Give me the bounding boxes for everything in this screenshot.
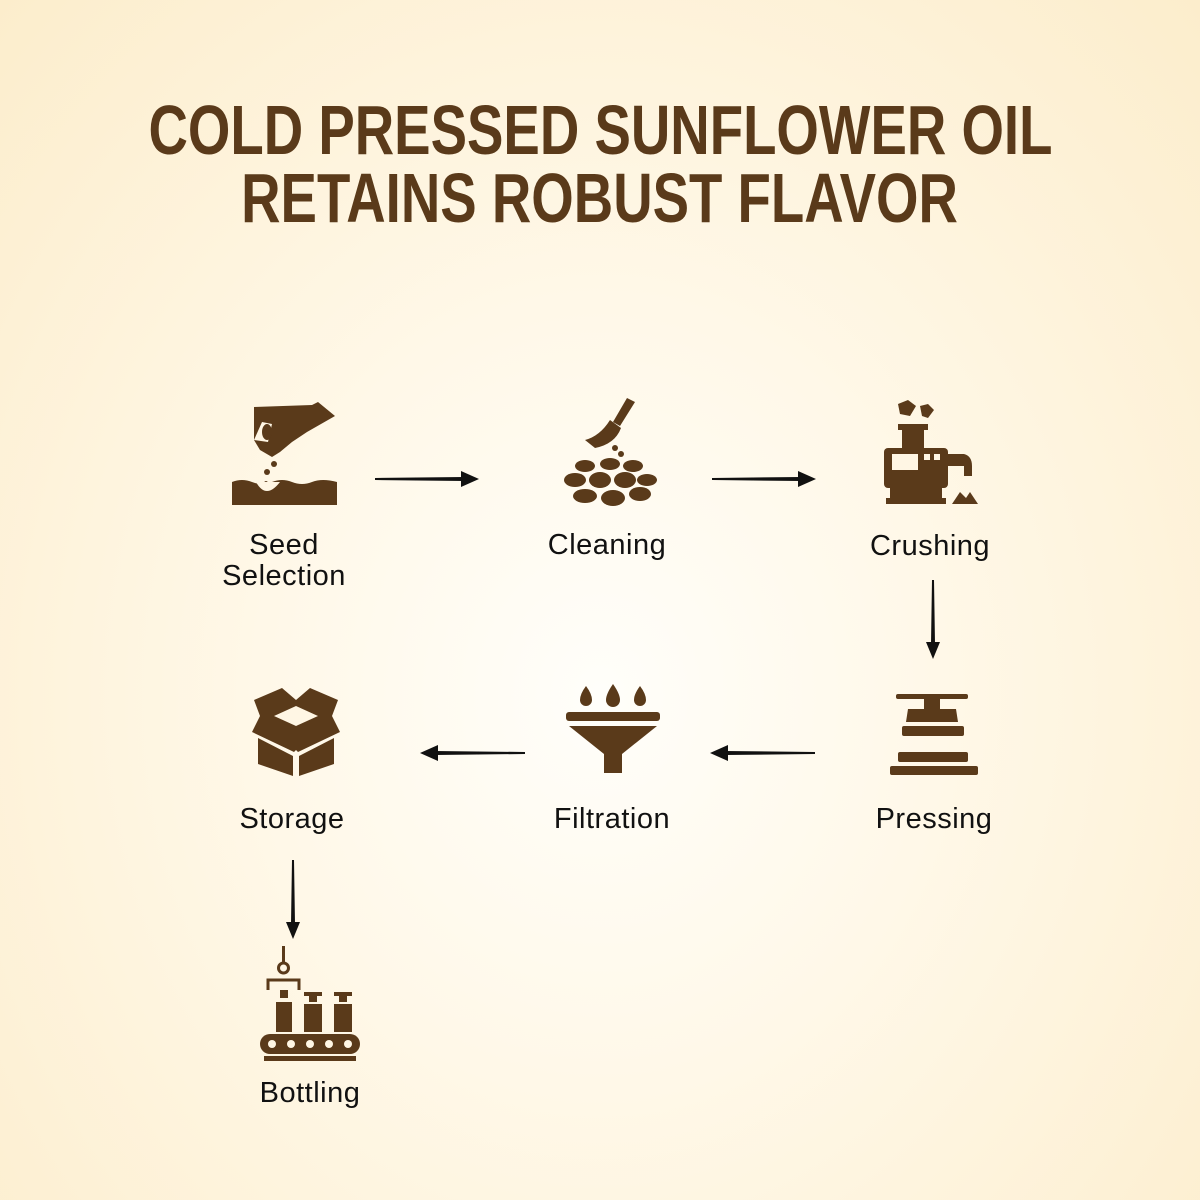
step-label-cleaning: Cleaning <box>547 529 667 561</box>
hand-sowing-seed-icon <box>232 402 337 505</box>
step-label-storage: Storage <box>239 803 345 835</box>
press-icon <box>890 694 978 775</box>
title-line-2: RETAINS ROBUST FLAVOR <box>241 159 959 237</box>
arrow-down-icon <box>286 860 300 939</box>
step-label-filtration: Filtration <box>553 803 671 835</box>
arrow-right-icon <box>375 471 479 487</box>
step-label-bottling: Bottling <box>259 1077 361 1109</box>
bottling-conveyor-icon <box>260 946 360 1061</box>
crushing-machine-icon <box>884 400 978 504</box>
arrow-down-icon <box>926 580 940 659</box>
open-box-icon <box>252 688 340 776</box>
arrow-left-icon <box>420 745 525 761</box>
broom-seeds-icon <box>564 398 657 506</box>
step-label-crushing: Crushing <box>869 530 991 562</box>
arrow-right-icon <box>712 471 816 487</box>
step-label-pressing: Pressing <box>875 803 993 835</box>
title-line-1: COLD PRESSED SUNFLOWER OIL <box>148 91 1052 169</box>
funnel-drops-icon <box>566 684 660 773</box>
arrow-left-icon <box>710 745 815 761</box>
